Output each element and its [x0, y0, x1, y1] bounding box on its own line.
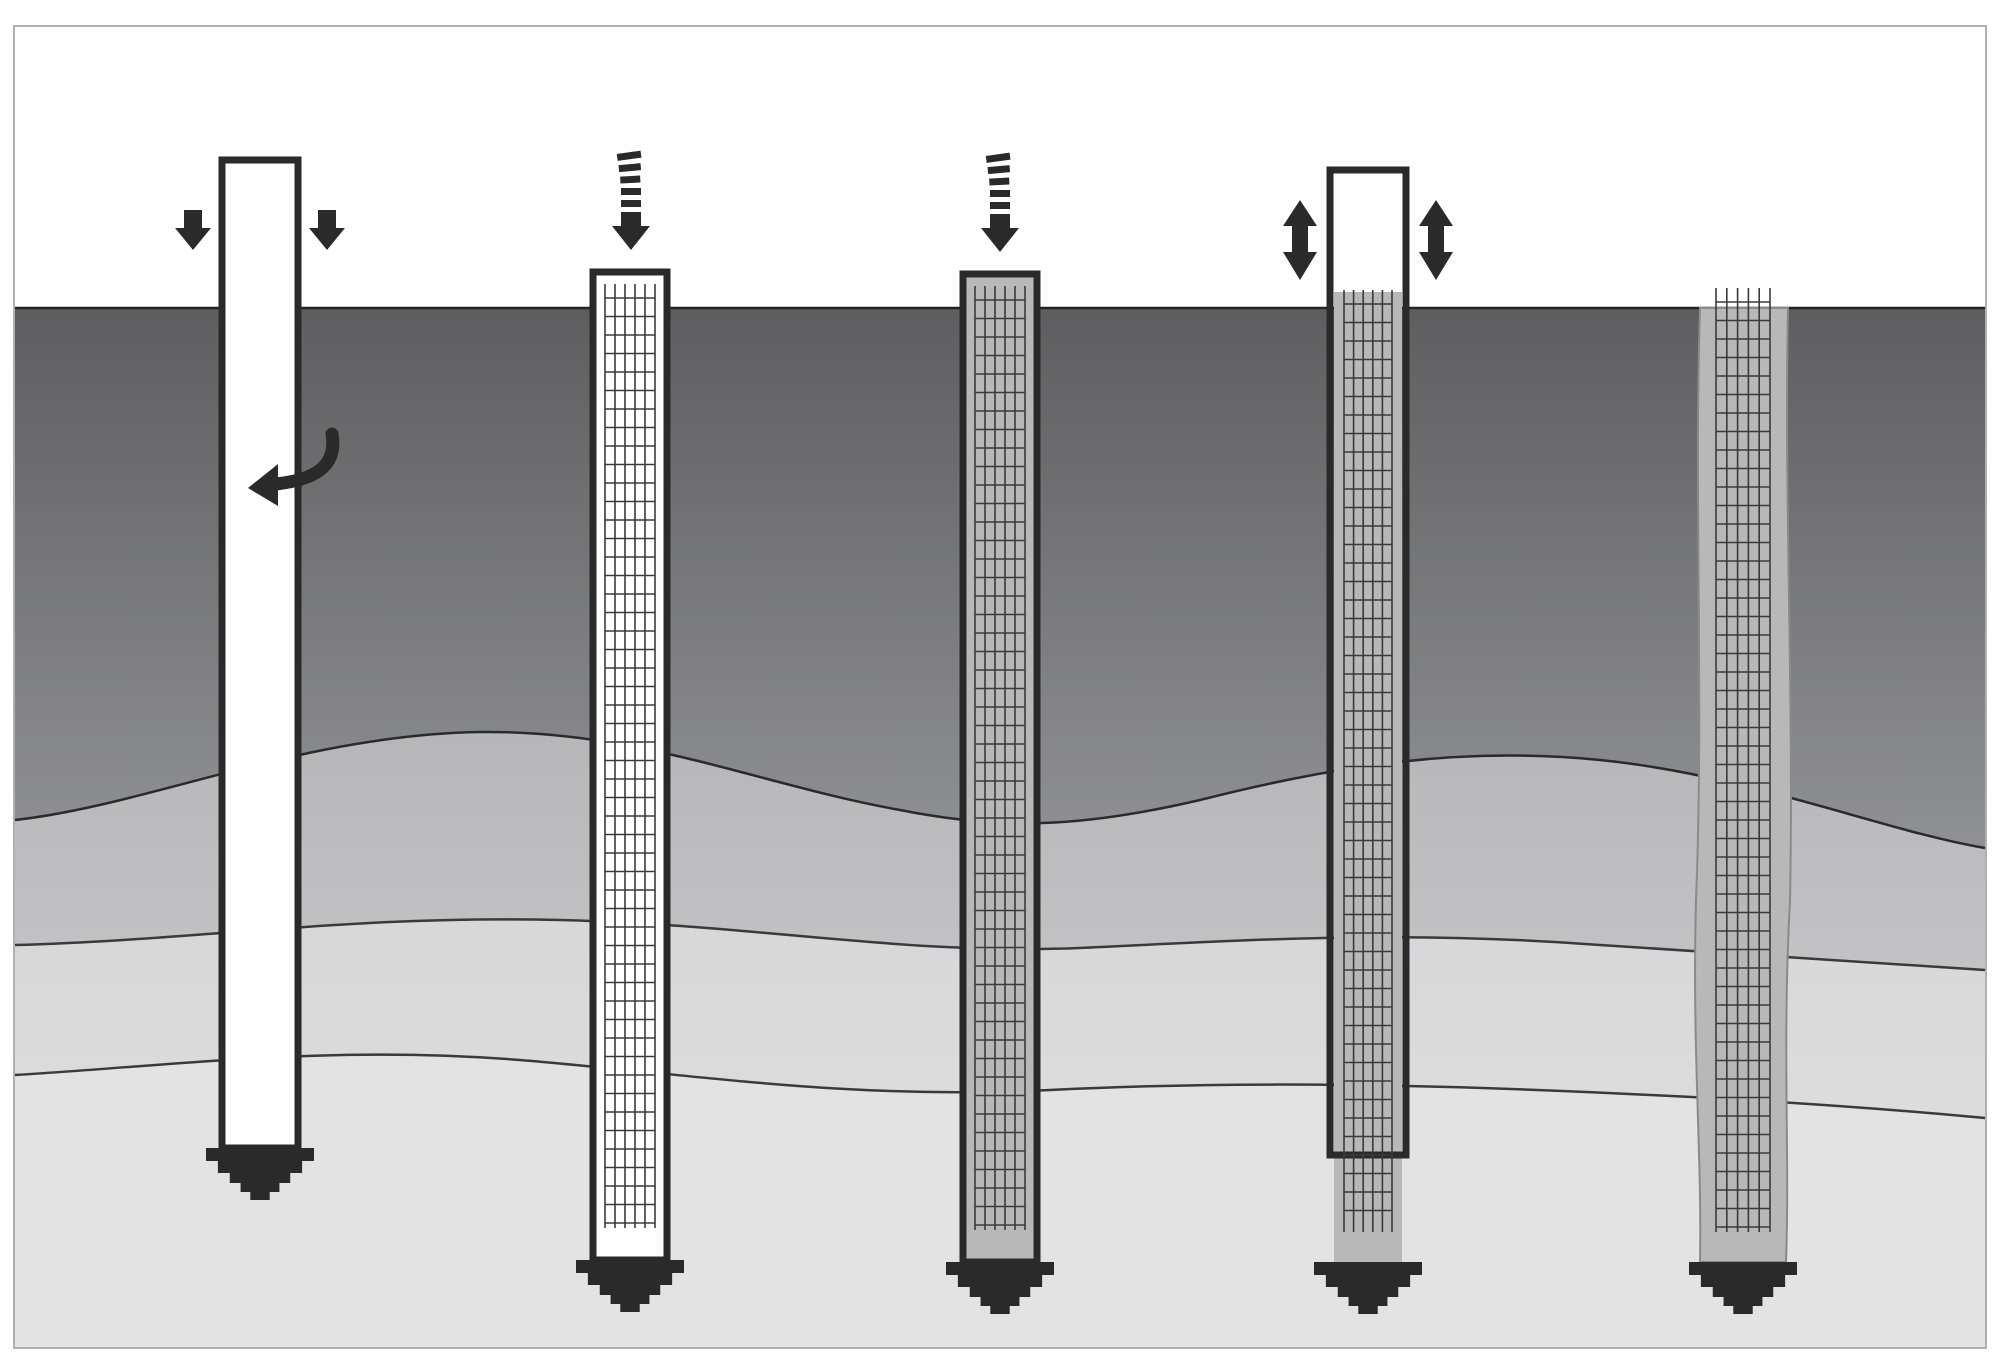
pile-step-5 [1689, 288, 1797, 1314]
auger-tip-icon [206, 1148, 314, 1200]
pile-step-2 [576, 150, 684, 1312]
down-arrow-icon [175, 210, 211, 250]
pile-step-3 [946, 152, 1054, 1314]
reinforcement-cage [604, 284, 656, 1228]
auger-tip-icon [576, 1260, 684, 1312]
down-arrow-icon [309, 210, 345, 250]
auger-tip-icon [1314, 1262, 1422, 1314]
auger-tip-icon [946, 1262, 1054, 1314]
auger-tip-icon [1689, 1262, 1797, 1314]
casing [218, 156, 302, 1152]
pile-step-4 [1283, 166, 1453, 1314]
casing-empty-top [1334, 174, 1402, 292]
concrete-column [1694, 307, 1792, 1263]
piles [175, 150, 1797, 1314]
up-down-arrow-icon [1419, 200, 1453, 280]
reinforcement-cage [1343, 290, 1393, 1232]
reinforcement-cage [974, 286, 1026, 1230]
dashed-down-arrow-icon [612, 150, 650, 250]
dashed-down-arrow-icon [981, 152, 1019, 252]
up-down-arrow-icon [1283, 200, 1317, 280]
rotate-arrow-icon [248, 427, 340, 506]
pile-step-1 [175, 156, 345, 1200]
reinforcement-cage [1715, 288, 1771, 1232]
